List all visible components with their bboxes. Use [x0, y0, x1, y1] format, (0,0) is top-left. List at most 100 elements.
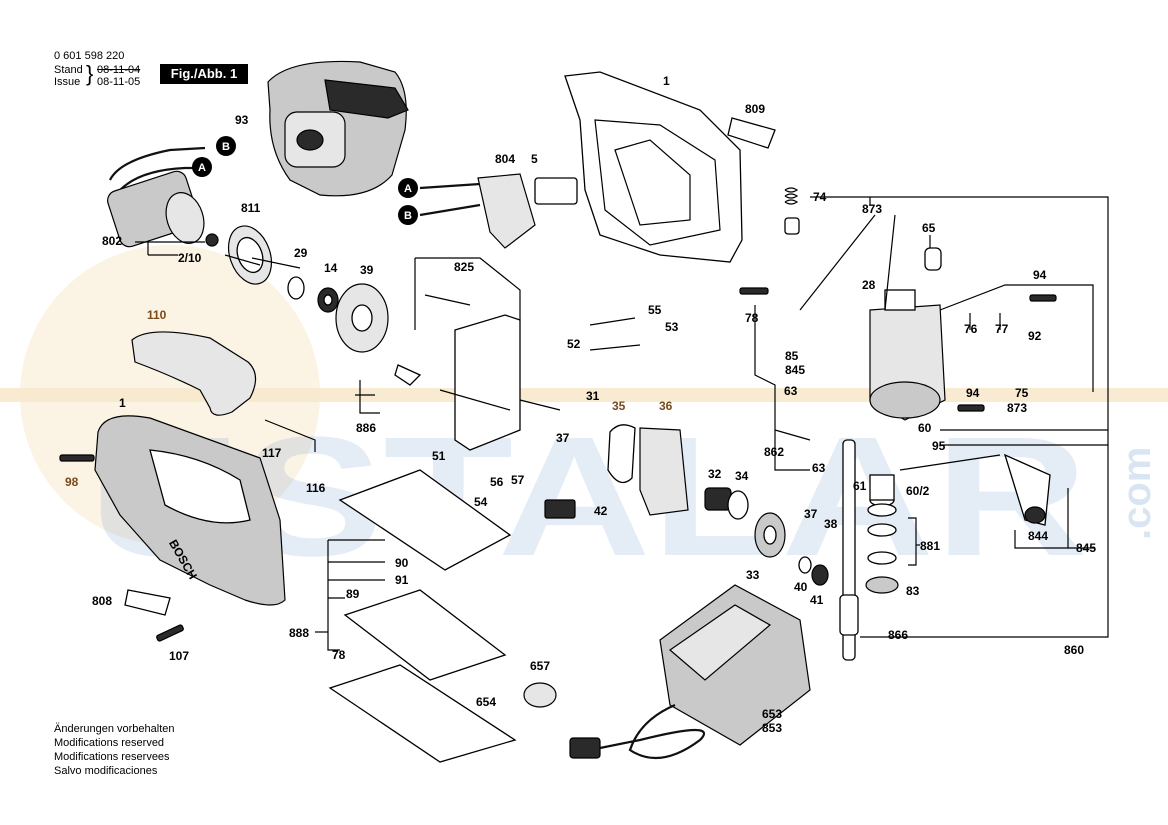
housing-1-left: BOSCH	[94, 415, 286, 606]
guide-assembly-873	[869, 289, 946, 421]
bearing-14	[317, 287, 339, 313]
label-117: 117	[262, 446, 282, 460]
housing-shell-1	[564, 71, 743, 263]
label-825: 825	[454, 260, 474, 274]
label-75: 75	[1015, 386, 1029, 400]
gear-33	[754, 512, 786, 558]
label-90: 90	[395, 556, 409, 570]
bearing-32	[704, 487, 732, 511]
label-886: 886	[356, 421, 376, 435]
label-811: 811	[241, 201, 261, 215]
label-654: 654	[476, 695, 496, 709]
wire-marker-b-left: B	[216, 136, 236, 156]
clip-42	[544, 499, 576, 519]
label-844: 844	[1028, 529, 1048, 543]
label-1-left: 1	[119, 396, 126, 410]
gear-811	[227, 225, 301, 285]
charger-653	[569, 584, 811, 760]
label-37: 37	[556, 431, 570, 445]
brace-glyph: }	[86, 61, 94, 86]
label-110: 110	[147, 308, 167, 322]
label-32: 32	[708, 467, 722, 481]
label-873-top: 873	[862, 202, 882, 216]
label-53: 53	[665, 320, 679, 334]
label-808: 808	[92, 594, 112, 608]
label-61: 61	[853, 479, 867, 493]
label-77: 77	[995, 322, 1009, 336]
pin-65	[924, 247, 942, 271]
plate-36	[639, 427, 689, 516]
wire-marker-a-left: A	[192, 157, 212, 177]
footer-line-de: Änderungen vorbehalten	[54, 723, 175, 735]
screws	[59, 287, 1057, 642]
label-52: 52	[567, 337, 581, 351]
ring-29	[287, 276, 305, 300]
bearing-40-41	[798, 556, 829, 586]
stand-label: Stand	[54, 64, 83, 76]
label-860: 860	[1064, 643, 1084, 657]
label-14: 14	[324, 261, 338, 275]
part-labels: 1 809 93 804 5 802 2/10 811 29 14 39 825…	[65, 74, 1096, 735]
label-804: 804	[495, 152, 515, 166]
cover-39	[335, 283, 389, 353]
label-862: 862	[764, 445, 784, 459]
issue-label: Issue	[54, 76, 81, 88]
label-888: 888	[289, 626, 309, 640]
switch-804	[419, 173, 578, 249]
label-94-mid: 94	[966, 386, 980, 400]
label-33: 33	[746, 568, 760, 582]
label-74: 74	[813, 190, 827, 204]
label-107: 107	[169, 649, 189, 663]
footer-line-en: Modifications reserved	[54, 737, 165, 749]
label-plate-809	[727, 117, 776, 149]
label-845-bottom: 845	[1076, 541, 1096, 555]
label-653: 653	[762, 707, 782, 721]
label-60: 60	[918, 421, 932, 435]
label-83: 83	[906, 584, 920, 598]
label-36: 36	[659, 399, 673, 413]
figure-label: Fig./Abb. 1	[160, 64, 248, 84]
label-40: 40	[794, 580, 808, 594]
label-873-mid: 873	[1007, 401, 1027, 415]
footer-line-es: Salvo modificaciones	[54, 765, 158, 777]
label-56: 56	[490, 475, 504, 489]
spring-74	[784, 187, 800, 235]
label-89: 89	[346, 587, 360, 601]
label-85: 85	[785, 349, 799, 363]
label-1: 1	[663, 74, 670, 88]
label-866: 866	[888, 628, 908, 642]
label-808	[124, 589, 171, 616]
label-657: 657	[530, 659, 550, 673]
stand-date: 08-11-04	[97, 64, 141, 76]
label-60-2: 60/2	[906, 484, 930, 498]
document-number: 0 601 598 220	[54, 50, 125, 62]
wire-marker-b-mid: B	[398, 205, 418, 225]
label-92: 92	[1028, 329, 1042, 343]
base-plate-888	[338, 469, 512, 681]
roller-844	[1003, 453, 1051, 526]
label-41: 41	[810, 593, 824, 607]
grip-110	[131, 331, 257, 416]
motor-802	[107, 146, 219, 248]
plate-35	[607, 424, 636, 484]
label-116: 116	[306, 481, 326, 495]
plunger-866	[839, 439, 859, 661]
issue-date: 08-11-05	[97, 76, 141, 88]
svg-text:B: B	[404, 210, 412, 222]
label-38: 38	[824, 517, 838, 531]
footer-line-fr: Modifications reservees	[54, 751, 170, 763]
label-57: 57	[511, 473, 525, 487]
label-63-mid: 63	[812, 461, 826, 475]
svg-text:B: B	[222, 141, 230, 153]
label-65: 65	[922, 221, 936, 235]
label-2-10: 2/10	[178, 251, 202, 265]
label-94-top: 94	[1033, 268, 1047, 282]
gearbox-plate-825	[394, 314, 521, 451]
label-78-bottom: 78	[332, 648, 346, 662]
wire-marker-a-mid: A	[398, 178, 418, 198]
label-55: 55	[648, 303, 662, 317]
label-853: 853	[762, 721, 782, 735]
label-63-top: 63	[784, 384, 798, 398]
label-98: 98	[65, 475, 79, 489]
